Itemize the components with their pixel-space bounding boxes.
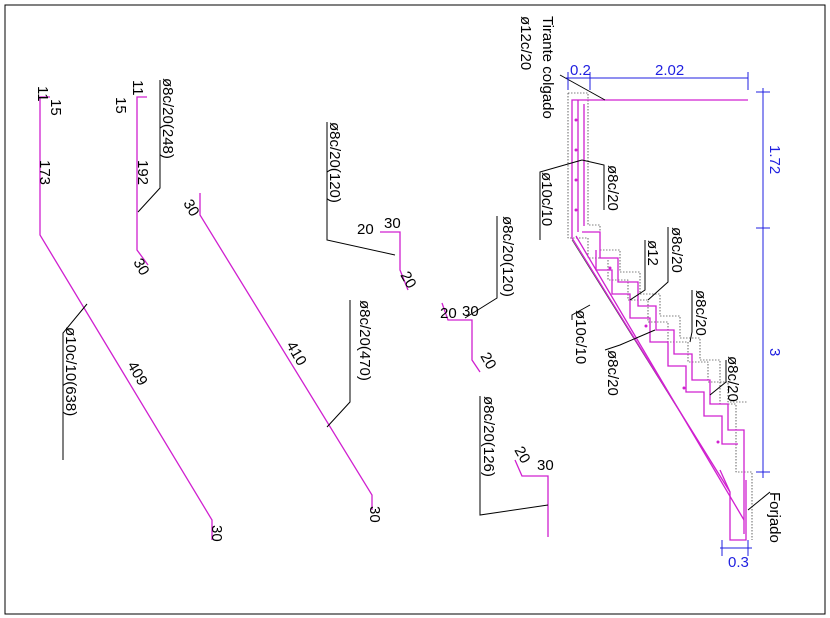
label-tirante: Tirante colgado [539,16,556,119]
stair-concrete-outline-lower [568,92,753,540]
stair-step-stirrups [582,231,745,534]
bar-2-shape [136,96,149,266]
leader-10c10a [539,159,583,240]
label-10c10-upper: ø10c/10 [538,172,555,226]
leader-8c20c [689,290,693,343]
label-12: ø12 [644,240,661,266]
label-8c20-bottom: ø8c/20 [724,356,741,402]
rebar-dot [644,324,648,328]
bar-3-spec: ø8c/20(470) [356,300,373,381]
bar-5-leader [464,216,498,319]
bar-4-shape [380,231,409,291]
bar-5-dim-20: 20 [440,305,457,322]
rebar-dot [574,208,578,212]
label-10c10-lower: ø10c/10 [572,310,589,364]
bar-detail-4: ø8c/20(120) 20 30 20 [326,122,420,291]
dim-top-small: 0.2 [570,62,591,79]
bar-2-leader [137,80,161,213]
label-8c20-mid: ø8c/20 [668,227,685,273]
label-8c20-lower: ø8c/20 [604,350,621,396]
bar-1-diagonal-length: 409 [124,359,151,389]
stair-concrete-outline [567,93,748,403]
bar-1-shape [39,96,213,540]
bar-detail-6: ø8c/20(126) 20 30 [479,396,554,537]
bar-4-end-hook: 20 [397,269,420,292]
bar-1-hook-top: 11 [34,86,51,102]
bar-2-end-hook: 30 [130,256,153,279]
leader-8c20a [581,159,605,210]
bar-5-end-hook: 20 [477,350,500,373]
label-forjado: Forjado [766,492,783,543]
leader-8c20d [604,329,656,351]
rebar-dot [682,386,686,390]
bar-1-spec: ø10c/10(638) [62,327,79,416]
bar-1-hook-length: 15 [47,99,64,116]
bar-detail-2: 11 15 192 30 ø8c/20(248) [112,78,176,278]
label-8c20-right: ø8c/20 [692,290,709,336]
dim-right-lower: 3 [766,348,783,356]
bar-5-spec: ø8c/20(120) [499,216,516,297]
rebar-dot [574,178,578,182]
drawing-frame [4,4,826,615]
stair-top-slab-bar [571,99,748,493]
stair-diagonal-bar [575,235,745,521]
bar-4-dim-30: 30 [384,215,401,232]
bar-6-leader [479,396,549,516]
bar-3-shape [199,193,373,510]
leader-forjado [747,491,771,511]
bar-4-dim-20: 20 [357,221,374,238]
bar-6-spec: ø8c/20(126) [480,396,497,477]
stair-slab-bottom [719,469,747,541]
label-tirante-spec: ø12c/20 [517,16,534,70]
rebar-dot [716,440,720,444]
bar-3-end-hook: 30 [366,506,383,523]
rebar-dot [574,148,578,152]
bar-4-spec: ø8c/20(120) [326,122,343,203]
dim-right-upper: 1.72 [766,145,783,174]
bar-2-vertical-length: 192 [134,160,151,185]
bar-3-leader [326,300,351,428]
bar-6-dim-20: 20 [511,444,534,467]
label-8c20-upper: ø8c/20 [604,165,621,211]
bar-3-start-hook: 30 [180,197,203,220]
bar-detail-5: ø8c/20(120) 20 30 20 [440,216,516,372]
bar-2-spec: ø8c/20(248) [159,78,176,159]
bar-1-end-hook: 30 [208,525,225,542]
leader-12 [629,240,646,301]
bar-2-hook-top: 11 [129,80,146,96]
stair-step-stirrups-inner [595,250,738,445]
bar-2-hook-length: 15 [112,97,129,114]
bar-5-dim-30: 30 [462,303,479,320]
dim-bottom: 0.3 [728,554,749,571]
bar-detail-1: 11 15 173 409 30 ø10c/10(638) [34,86,225,542]
bar-1-vertical-length: 173 [36,160,53,185]
dimension-lines: 0.2 2.02 1.72 3 0.3 [566,62,783,571]
bar-6-shape [514,459,549,537]
bar-6-dim-30: 30 [537,457,554,474]
bar-3-diagonal-length: 410 [283,339,310,369]
bar-1-leader [62,303,88,460]
rebar-dot [608,266,612,270]
leader-10c10b [571,304,591,320]
bar-4-leader [326,122,396,256]
bar-detail-3: 30 410 30 ø8c/20(470) [180,193,383,523]
bar-5-shape [441,302,481,373]
stair-section: Tirante colgado ø12c/20 ø10c/10 ø8c/20 ø… [517,16,783,543]
leader-8c20b [647,227,669,301]
dim-top-large: 2.02 [655,62,684,79]
leader-8c20e [709,360,727,396]
rebar-dot [574,118,578,122]
